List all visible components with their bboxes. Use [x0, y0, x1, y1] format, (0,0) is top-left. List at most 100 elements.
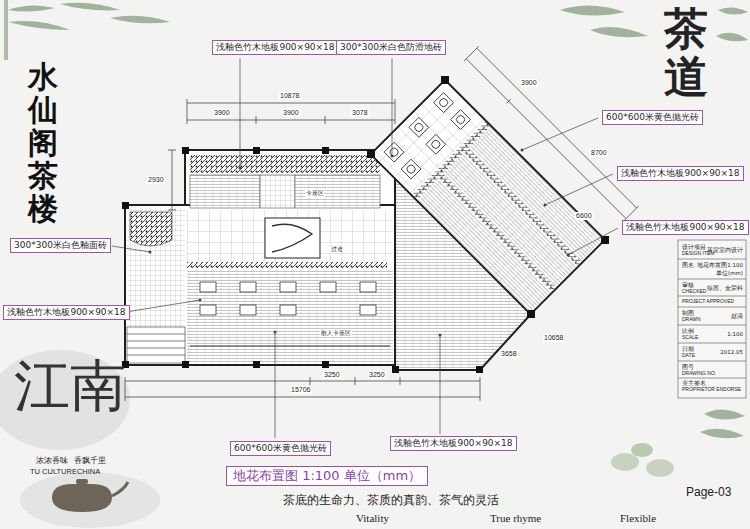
leader-line — [392, 58, 393, 156]
dimension: 2930 — [147, 176, 165, 184]
bamboo-leaf — [110, 16, 170, 24]
callout-text: 300*300米白色防滑地砖 — [340, 42, 442, 53]
drawing-caption: 地花布置图 1:100 单位（mm） — [226, 466, 428, 486]
motto: 茶底的生命力、茶质的真韵、茶气的灵活 — [283, 494, 499, 508]
column — [392, 366, 399, 373]
dimension-tick — [464, 46, 479, 61]
planter — [190, 155, 380, 173]
dimension-tick — [400, 377, 401, 385]
dimension: 3900 — [213, 109, 231, 117]
column — [182, 147, 189, 154]
diagonal-wing — [371, 46, 639, 314]
title-block-rule — [678, 279, 746, 280]
motto-english: True rhyme — [490, 512, 541, 525]
leader-line — [545, 174, 613, 205]
dimension-tick — [310, 377, 311, 385]
stair-step — [127, 334, 185, 335]
dimension: 3250 — [323, 371, 341, 379]
column — [441, 76, 449, 84]
material-callout: 浅釉色竹木地板900×90×18 — [3, 305, 130, 320]
dimension: 3250 — [368, 371, 386, 379]
leader-line — [440, 335, 441, 434]
dimension-tick — [256, 116, 257, 124]
tea-set — [451, 110, 471, 130]
title-block-field: 图名 — [682, 262, 694, 269]
slogan: 香飘千里 — [74, 456, 106, 465]
dimension: 3658 — [500, 350, 518, 358]
tea-cup — [646, 459, 674, 477]
title-block-field: 制图 — [682, 310, 694, 317]
teapot-lid — [76, 479, 88, 484]
stairs — [127, 327, 185, 363]
stair-well — [127, 327, 185, 363]
table — [360, 282, 376, 292]
title-block-value: 地花布置图1:100 — [697, 262, 743, 268]
dimension-line — [125, 397, 480, 398]
dimension: 6600 — [575, 212, 593, 220]
column — [322, 361, 329, 368]
display-case — [265, 218, 320, 258]
ink-splash — [20, 472, 160, 528]
title-block — [678, 240, 746, 398]
title-block-field: DRAWN — [682, 317, 701, 323]
column — [122, 202, 129, 209]
column — [367, 150, 375, 158]
tea-cup — [611, 453, 639, 471]
leader-dot — [149, 251, 152, 254]
leader-dot — [239, 167, 242, 170]
table — [240, 305, 256, 315]
stair-step — [127, 341, 185, 342]
material-callout: 600*600米黄色抛光砖 — [230, 441, 331, 456]
column — [322, 147, 329, 154]
dimension: 8700 — [590, 149, 608, 157]
dimension-line — [187, 103, 395, 104]
wood-floor — [295, 175, 380, 208]
callout-text: 浅釉色竹木地板900×90×18 — [626, 222, 744, 233]
title-block-rule — [678, 343, 746, 344]
column — [253, 147, 260, 154]
tea-cup — [631, 443, 653, 457]
material-callout: 300*300米白色釉面砖 — [10, 238, 111, 253]
tea-set — [438, 97, 449, 108]
title-block-frame — [678, 240, 746, 398]
dimension-line — [125, 381, 480, 382]
leader-lines — [112, 58, 618, 438]
title-block-rule — [678, 361, 746, 362]
columns — [122, 76, 609, 373]
bamboo-leaf — [590, 27, 648, 37]
stair-step — [127, 355, 185, 356]
title-block-rule — [678, 325, 746, 326]
leader-line — [126, 300, 200, 312]
callout-text: 浅釉色竹木地板900×90×18 — [621, 168, 739, 179]
title-block-field: 业主签名 — [682, 380, 706, 387]
bamboo-leaf — [8, 5, 55, 11]
leader-dot — [521, 149, 524, 152]
title-block-rule — [678, 378, 746, 379]
dimension-line — [172, 150, 173, 210]
dimension: 3900 — [520, 79, 538, 87]
leader-line — [522, 118, 598, 150]
dimension-tick — [507, 99, 511, 103]
callout-text: 浅釉色竹木地板900×90×18 — [216, 42, 334, 53]
calligraphy-mark: 江南 — [14, 354, 126, 418]
dimension-line — [466, 59, 626, 219]
callout-text: 600*600米黄色抛光砖 — [234, 443, 327, 454]
title-block-value: 2012.05 — [720, 349, 743, 355]
leader-line — [275, 332, 276, 438]
table — [200, 282, 216, 292]
callout-text: 浅釉色竹木地板900×90×18 — [394, 438, 512, 449]
bamboo-leaf — [560, 5, 625, 15]
bamboo-leaf — [60, 3, 120, 11]
title-block-field: 图号 — [682, 364, 694, 371]
ornament — [272, 224, 312, 252]
dimension-tick — [325, 116, 326, 124]
dimension-line — [187, 120, 395, 121]
dimension-tick — [395, 99, 396, 124]
teahouse-name: 水仙阁茶楼 — [28, 60, 58, 225]
title-block-rule — [678, 307, 746, 308]
calligraphy-title: 茶道 — [664, 6, 708, 103]
planter — [130, 212, 172, 246]
ink-splash — [0, 350, 130, 450]
floor-plan — [112, 46, 639, 438]
